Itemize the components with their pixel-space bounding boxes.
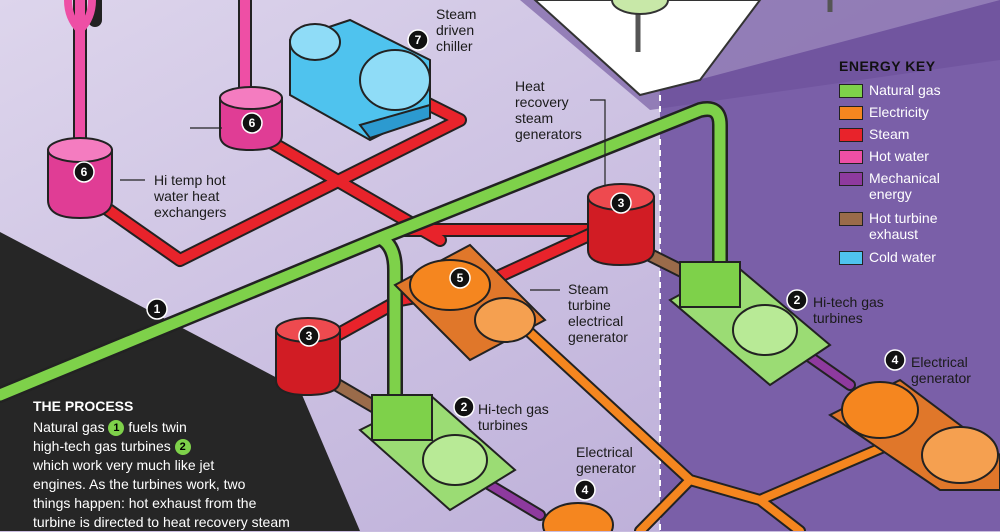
key-swatch-cold-water: [839, 251, 863, 265]
electrical-generator-right: [828, 378, 1000, 491]
process-line-5: things happen: hot exhaust from the: [33, 495, 257, 511]
badge-3-left-text: 3: [306, 329, 313, 343]
label-egr-line-2: generator: [911, 370, 971, 386]
badge-2-right: 2: [786, 289, 808, 311]
badge-1-text: 1: [154, 302, 161, 316]
badge-5-text: 5: [457, 271, 464, 285]
label-hot-water-hx-line-3: exchangers: [154, 204, 227, 220]
energy-key-title: ENERGY KEY: [839, 58, 936, 74]
hot-water-exchanger-left: [47, 137, 113, 220]
badge-6-right: 6: [241, 112, 263, 134]
process-chip-1: 1: [108, 420, 125, 437]
process-description: THE PROCESS Natural gas 1 fuels twin hig…: [33, 397, 353, 532]
label-gas-turbines-center: Hi-tech gas turbines: [478, 401, 549, 433]
key-label-mechanical-2: energy: [869, 186, 912, 202]
label-steam-turbine-generator: Steam turbine electrical generator: [568, 281, 628, 345]
label-hot-water-hx-line-1: Hi temp hot: [154, 172, 226, 188]
label-gas-turbines-right: Hi-tech gas turbines: [813, 294, 884, 326]
label-gtc-line-1: Hi-tech gas: [478, 401, 549, 417]
hot-water-pipes-fill: [64, 0, 250, 155]
key-label-exhaust-1: Hot turbine: [869, 210, 938, 226]
label-hrsg-line-3: steam: [515, 110, 554, 126]
badge-3-left: 3: [298, 325, 320, 347]
key-label-electricity: Electricity: [869, 104, 929, 120]
label-hrsg-line-2: recovery: [515, 94, 569, 110]
process-line-6: turbine is directed to heat recovery ste…: [33, 514, 290, 530]
label-electrical-generator-center: Electrical generator: [576, 444, 636, 476]
badge-4-center: 4: [574, 479, 596, 501]
key-label-hot-water: Hot water: [869, 148, 929, 164]
badge-6-right-text: 6: [249, 116, 256, 130]
process-text-1: Natural gas: [33, 419, 105, 435]
label-hrsg: Heat recovery steam generators: [515, 78, 582, 142]
gas-turbine-right: [668, 261, 832, 387]
label-hrsg-line-1: Heat: [515, 78, 545, 94]
label-egc-line-2: generator: [576, 460, 636, 476]
label-stg-line-1: Steam: [568, 281, 609, 297]
process-line-3: which work very much like jet: [33, 457, 215, 473]
label-hot-water-hx: Hi temp hot water heat exchangers: [154, 172, 226, 220]
badge-1: 1: [146, 298, 168, 320]
badge-5: 5: [449, 267, 471, 289]
label-steam-chiller: Steam driven chiller: [436, 6, 476, 54]
label-egr-line-1: Electrical: [911, 354, 968, 370]
label-electrical-generator-right: Electrical generator: [911, 354, 971, 386]
number-badges: 1 6 6 7 3 3 5 2 2 4 4: [73, 29, 906, 501]
key-swatch-exhaust: [839, 212, 863, 226]
process-text-2: fuels twin: [128, 419, 187, 435]
label-hot-water-hx-line-2: water heat: [154, 188, 220, 204]
key-swatch-mechanical: [839, 172, 863, 186]
badge-2-center-text: 2: [461, 400, 468, 414]
key-swatch-natural-gas: [839, 84, 863, 98]
badge-4-right-text: 4: [892, 353, 899, 367]
natural-gas-line: [0, 101, 728, 408]
process-title: THE PROCESS: [33, 398, 134, 414]
badge-6-left-text: 6: [81, 165, 88, 179]
label-steam-chiller-line-3: chiller: [436, 38, 473, 54]
label-stg-line-3: electrical: [568, 313, 624, 329]
process-text-3: high-tech gas turbines: [33, 438, 171, 454]
badge-3-right: 3: [610, 192, 632, 214]
badge-2-right-text: 2: [794, 293, 801, 307]
badge-3-right-text: 3: [618, 196, 625, 210]
key-swatch-steam: [839, 128, 863, 142]
steam-turbine-generator: [393, 243, 547, 362]
badge-7-text: 7: [415, 33, 422, 47]
key-label-natural-gas: Natural gas: [869, 82, 941, 98]
label-egc-line-1: Electrical: [576, 444, 633, 460]
badge-2-center: 2: [453, 396, 475, 418]
badge-6-left: 6: [73, 161, 95, 183]
key-swatch-electricity: [839, 106, 863, 120]
label-steam-chiller-line-1: Steam: [436, 6, 477, 22]
road: [533, 0, 762, 97]
label-steam-chiller-line-2: driven: [436, 22, 475, 38]
key-label-steam: Steam: [869, 126, 910, 142]
label-stg-line-4: generator: [568, 329, 628, 345]
gas-turbine-center: [358, 393, 517, 512]
label-stg-line-2: turbine: [568, 297, 611, 313]
key-label-cold-water: Cold water: [869, 249, 936, 265]
tree: [611, 0, 669, 15]
label-gtc-line-2: turbines: [478, 417, 528, 433]
badge-4-center-text: 4: [582, 483, 589, 497]
dark-panel: [0, 232, 360, 531]
label-hrsg-line-4: generators: [515, 126, 582, 142]
key-swatch-hot-water: [839, 150, 863, 164]
process-line-1: Natural gas 1 fuels twin: [33, 418, 353, 437]
badge-7: 7: [407, 29, 429, 51]
process-line-2: high-tech gas turbines 2: [33, 437, 353, 456]
electrical-generator-center: [542, 502, 614, 531]
leader-lines: [120, 99, 606, 291]
label-gtr-line-1: Hi-tech gas: [813, 294, 884, 310]
key-label-mechanical-1: Mechanical: [869, 170, 940, 186]
steam-chiller: [289, 18, 431, 142]
electricity-lines: [494, 299, 906, 531]
process-line-4: engines. As the turbines work, two: [33, 476, 246, 492]
process-chip-2: 2: [174, 439, 191, 456]
badge-4-right: 4: [884, 349, 906, 371]
label-gtr-line-2: turbines: [813, 310, 863, 326]
key-label-exhaust-2: exhaust: [869, 226, 919, 242]
